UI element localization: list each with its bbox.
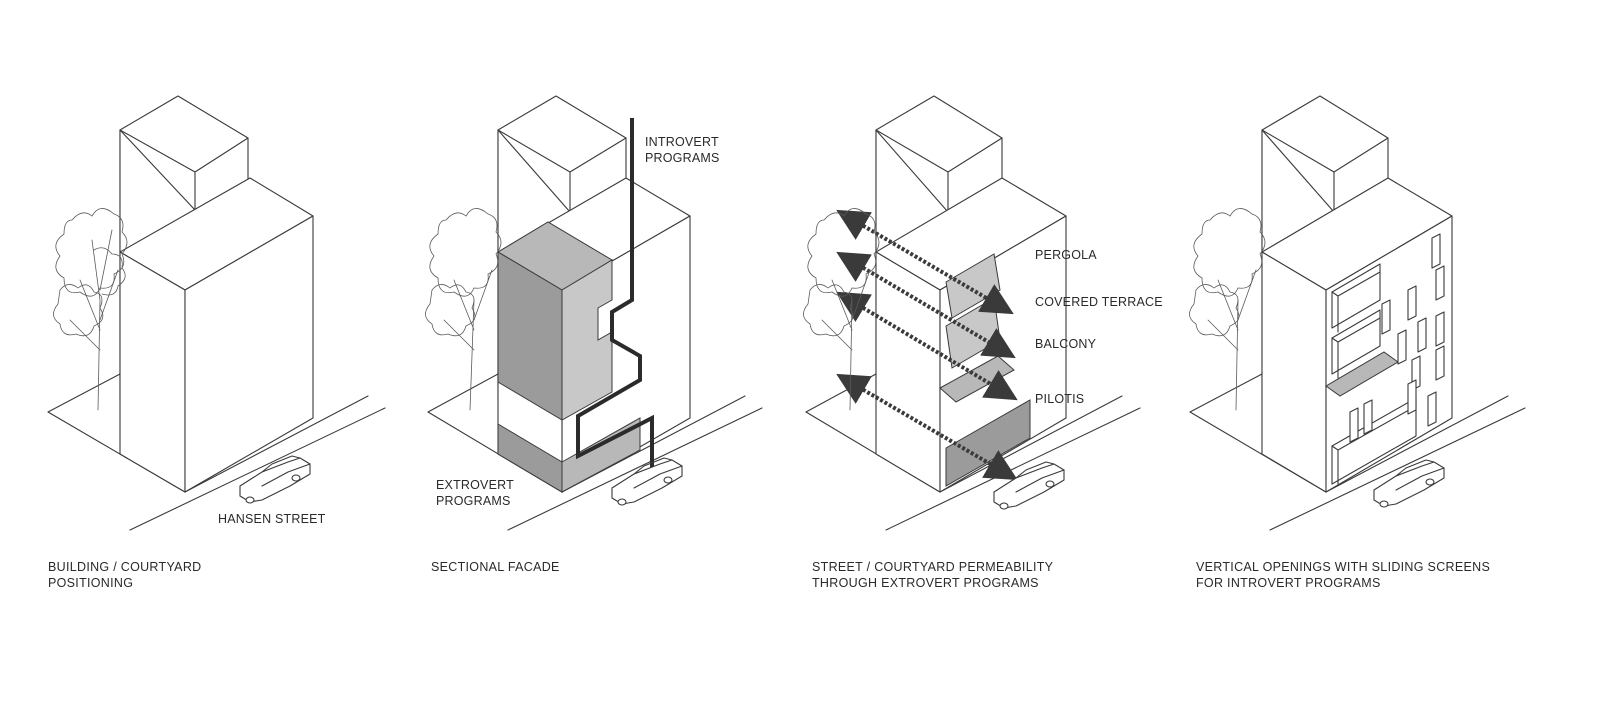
label-introvert-2: PROGRAMS xyxy=(645,151,720,165)
panel-2-sectional-facade: INTROVERT PROGRAMS EXTROVERT PROGRAMS SE… xyxy=(425,95,763,574)
permeability-arrows xyxy=(836,209,1018,481)
caption-line-2: POSITIONING xyxy=(48,576,133,590)
street-curb xyxy=(129,395,386,531)
vertical-slits xyxy=(1349,233,1445,443)
caption-line-2: THROUGH EXTROVERT PROGRAMS xyxy=(812,576,1039,590)
label-introvert-1: INTROVERT xyxy=(645,135,719,149)
label-pilotis: PILOTIS xyxy=(1035,392,1084,406)
caption-line-1: STREET / COURTYARD PERMEABILITY xyxy=(812,560,1054,574)
caption-line-1: BUILDING / COURTYARD xyxy=(48,560,201,574)
caption-line-1: SECTIONAL FACADE xyxy=(431,560,560,574)
label-balcony: BALCONY xyxy=(1035,337,1097,351)
introvert-volume-side xyxy=(561,259,613,421)
tree-icon xyxy=(803,208,880,411)
car-icon xyxy=(1373,459,1445,508)
panel-4-vertical-openings: VERTICAL OPENINGS WITH SLIDING SCREENS F… xyxy=(1189,95,1526,590)
street-label: HANSEN STREET xyxy=(218,512,326,526)
caption-line-1: VERTICAL OPENINGS WITH SLIDING SCREENS xyxy=(1196,560,1490,574)
label-extrovert-1: EXTROVERT xyxy=(436,478,514,492)
label-covered-terrace: COVERED TERRACE xyxy=(1035,295,1163,309)
caption-line-2: FOR INTROVERT PROGRAMS xyxy=(1196,576,1381,590)
panel-3-permeability: PERGOLA COVERED TERRACE BALCONY PILOTIS … xyxy=(803,95,1163,590)
panel-1-building-courtyard: HANSEN STREET BUILDING / COURTYARD POSIT… xyxy=(47,95,386,590)
section-path xyxy=(576,118,654,486)
tree-icon xyxy=(425,208,502,411)
label-extrovert-2: PROGRAMS xyxy=(436,494,511,508)
extrovert-volume-side xyxy=(561,417,641,493)
tree-icon xyxy=(1189,208,1266,411)
tree-icon xyxy=(53,208,128,411)
car-icon xyxy=(993,461,1065,510)
car-icon xyxy=(611,457,683,506)
car-icon xyxy=(239,455,311,504)
label-pergola: PERGOLA xyxy=(1035,248,1097,262)
